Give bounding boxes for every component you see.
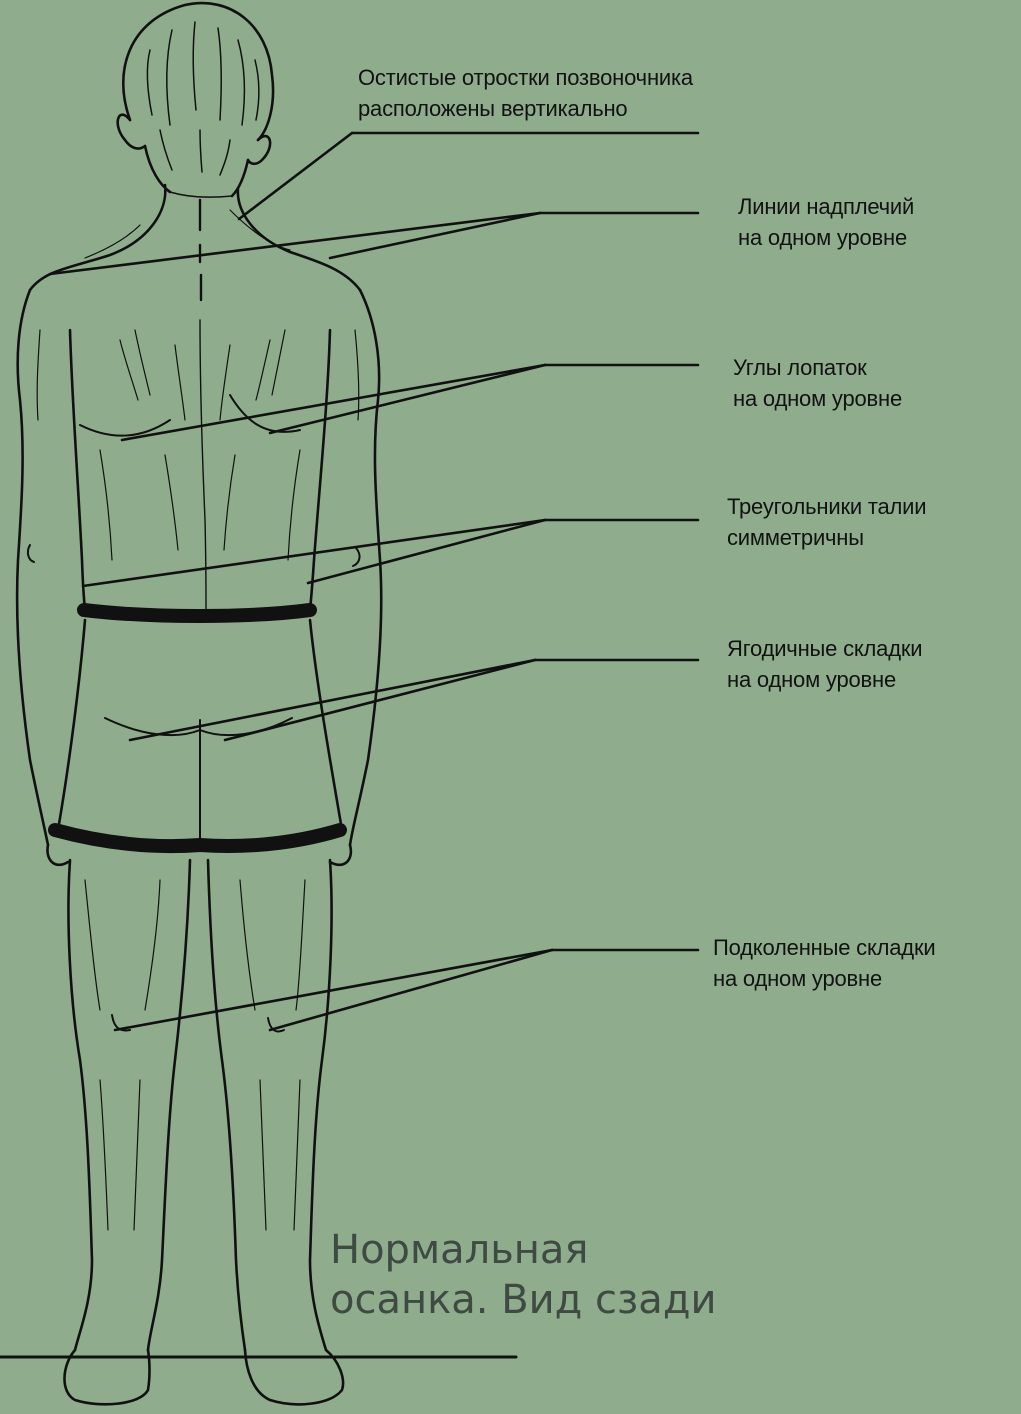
label-gluteal-folds-line2: на одном уровне (727, 664, 922, 695)
label-shoulder-lines: Линии надплечий на одном уровне (738, 191, 914, 253)
label-scapula-angles-line2: на одном уровне (733, 383, 902, 414)
legs (64, 860, 343, 1404)
label-waist-triangles: Треугольники талии симметричны (727, 491, 926, 553)
label-scapula-angles-line1: Углы лопаток (733, 352, 902, 383)
figure-caption: Нормальная осанка. Вид сзади (330, 1225, 716, 1325)
label-spinous-processes-line1: Остистые отростки позвоночника (358, 62, 693, 93)
label-shoulder-lines-line2: на одном уровне (738, 222, 914, 253)
label-spinous-processes: Остистые отростки позвоночника расположе… (358, 62, 693, 124)
figure-caption-line1: Нормальная (330, 1225, 716, 1275)
leader-lines (50, 133, 698, 1030)
figure-caption-line2: осанка. Вид сзади (330, 1275, 716, 1325)
label-waist-triangles-line2: симметричны (727, 522, 926, 553)
leader-shoulders (50, 213, 698, 274)
label-popliteal-folds: Подколенные складки на одном уровне (713, 932, 935, 994)
label-shoulder-lines-line1: Линии надплечий (738, 191, 914, 222)
label-spinous-processes-line2: расположены вертикально (358, 93, 693, 124)
shorts (55, 610, 340, 846)
leader-popliteal (115, 950, 698, 1030)
leader-scapula (122, 365, 698, 440)
label-popliteal-folds-line2: на одном уровне (713, 963, 935, 994)
leader-spine (239, 133, 698, 219)
label-gluteal-folds: Ягодичные складки на одном уровне (727, 633, 922, 695)
label-scapula-angles: Углы лопаток на одном уровне (733, 352, 902, 414)
label-popliteal-folds-line1: Подколенные складки (713, 932, 935, 963)
leader-gluteal (130, 660, 698, 740)
label-gluteal-folds-line1: Ягодичные складки (727, 633, 922, 664)
head (118, 3, 273, 197)
label-waist-triangles-line1: Треугольники талии (727, 491, 926, 522)
